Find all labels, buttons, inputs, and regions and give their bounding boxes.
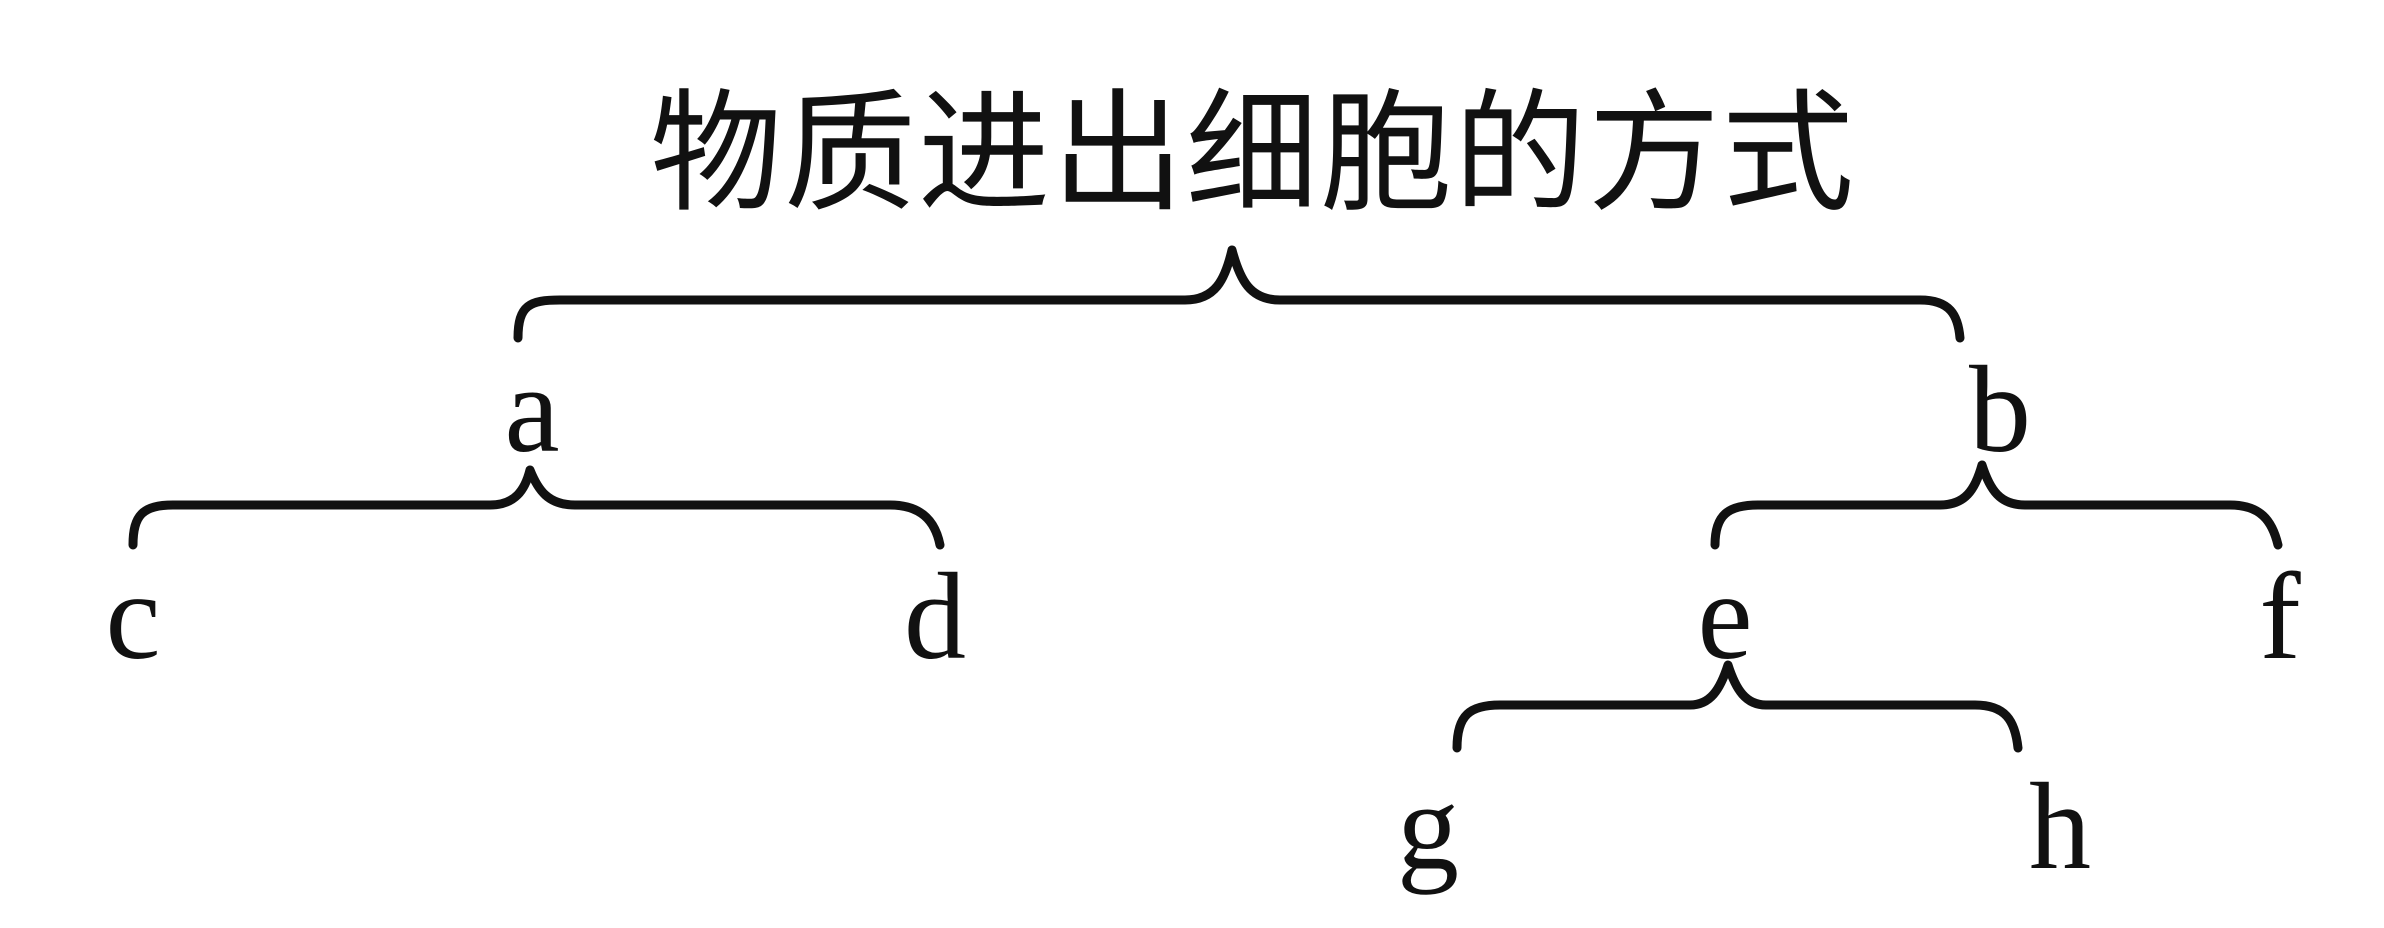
brace-root bbox=[513, 245, 1965, 343]
node-b: b bbox=[1969, 341, 2031, 478]
node-c: c bbox=[105, 548, 161, 685]
brace-e bbox=[1452, 660, 2023, 753]
node-f: f bbox=[2259, 548, 2301, 685]
node-h: h bbox=[2029, 758, 2091, 895]
node-a: a bbox=[504, 341, 560, 478]
node-g: g bbox=[1397, 758, 1459, 895]
node-e: e bbox=[1697, 548, 1753, 685]
node-d: d bbox=[904, 548, 966, 685]
diagram-title: 物质进出细胞的方式 bbox=[650, 77, 1856, 231]
brace-a bbox=[128, 465, 945, 550]
brace-b bbox=[1710, 460, 2283, 550]
